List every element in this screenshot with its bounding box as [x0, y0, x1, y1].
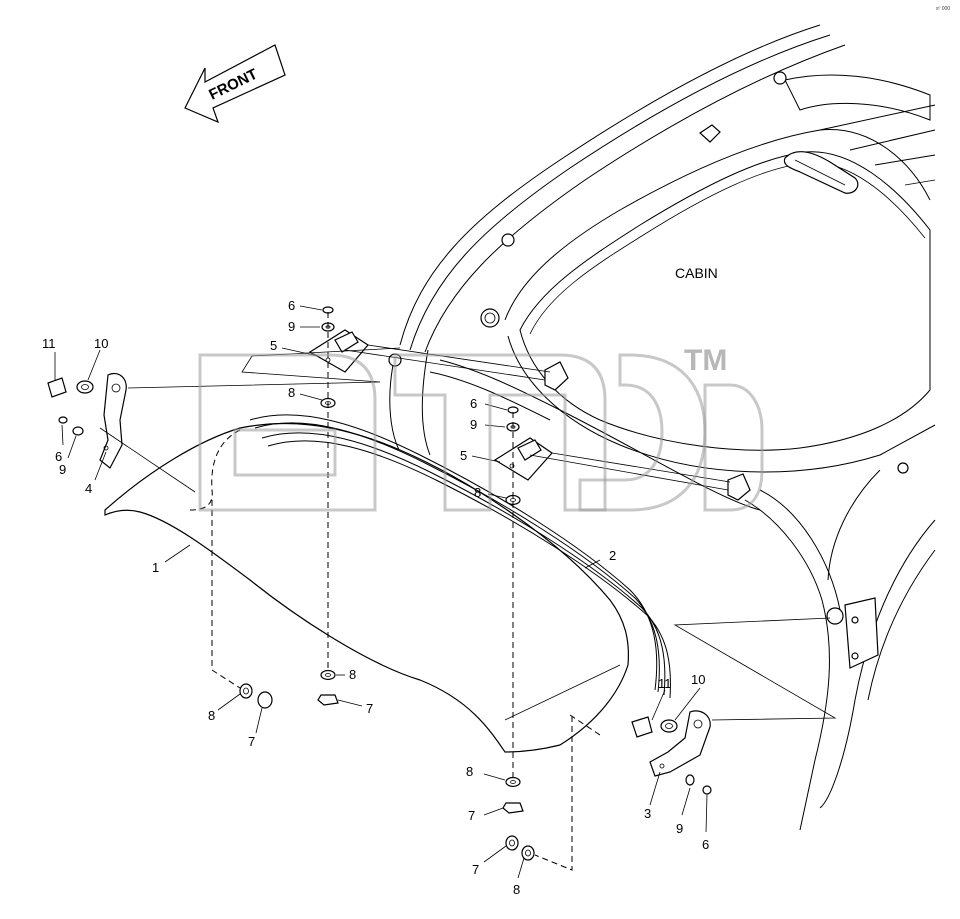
- seal-strip-part-2: [249, 414, 671, 699]
- callout-5-top: 5: [270, 338, 277, 353]
- cabin-structure: [388, 24, 936, 831]
- callout-5-mid: 5: [460, 448, 467, 463]
- callout-numbers: 6 9 5 8 6 9 5 8 11 10 6 9 4 1 2 8 7 8 7 …: [42, 298, 709, 897]
- callout-9-top: 9: [288, 319, 295, 334]
- callout-6-top: 6: [288, 298, 295, 313]
- watermark-tm: TM: [684, 344, 727, 377]
- callout-7-bottom-a: 7: [468, 808, 475, 823]
- callout-7-low: 7: [366, 701, 373, 716]
- callout-8-bottom-a: 8: [466, 764, 473, 779]
- callout-8-low: 8: [349, 667, 356, 682]
- callout-9-mid: 9: [470, 417, 477, 432]
- callout-8-top: 8: [288, 385, 295, 400]
- callout-8-bottom-b: 8: [513, 882, 520, 897]
- watermark: TM: [198, 344, 764, 512]
- callout-4: 4: [85, 481, 92, 496]
- callout-3: 3: [644, 806, 651, 821]
- callout-7-left-low: 7: [248, 734, 255, 749]
- bracket-part-5-mid: [493, 437, 553, 481]
- cover-part-1: [104, 422, 630, 753]
- callout-9-left: 9: [59, 462, 66, 477]
- callout-11-right: 11: [658, 676, 672, 691]
- callout-1: 1: [152, 560, 159, 575]
- callout-8-mid: 8: [474, 485, 481, 500]
- front-arrow: FRONT: [184, 44, 286, 124]
- bracket-part-3: [649, 710, 711, 777]
- callout-8-left-low: 8: [208, 708, 215, 723]
- corner-code: sº 000: [936, 6, 950, 12]
- callout-2: 2: [609, 548, 616, 563]
- callout-9-right: 9: [676, 821, 683, 836]
- cabin-label: CABIN: [675, 265, 718, 281]
- bracket-part-4: [99, 372, 127, 469]
- assembly-lines: [99, 312, 837, 871]
- callout-11-left: 11: [42, 336, 56, 351]
- callout-6-left: 6: [55, 449, 62, 464]
- callout-6-mid: 6: [470, 396, 477, 411]
- callout-10-right: 10: [691, 672, 705, 687]
- callout-7-bottom-b: 7: [472, 862, 479, 877]
- callout-6-right: 6: [702, 837, 709, 852]
- callout-10-left: 10: [94, 336, 108, 351]
- fasteners: [47, 306, 712, 861]
